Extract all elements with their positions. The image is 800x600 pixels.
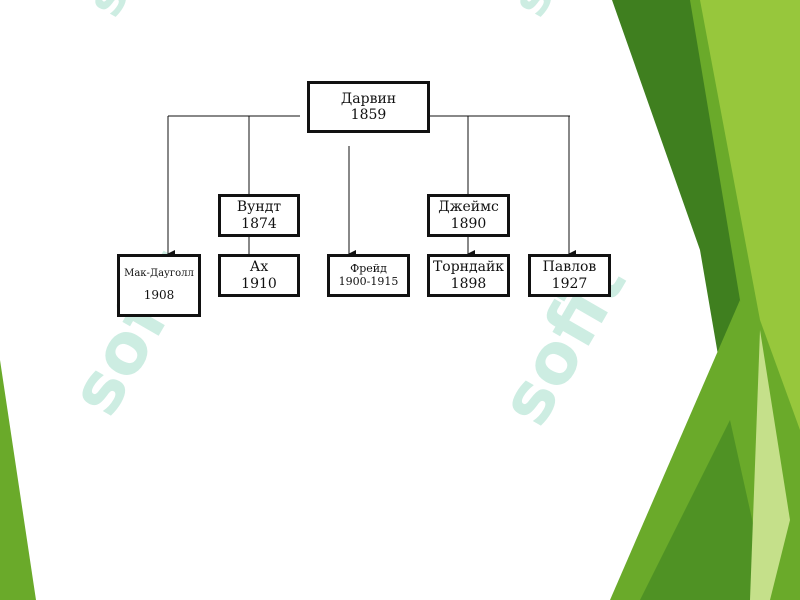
node-name: Фрейд bbox=[350, 261, 387, 275]
node-year: 1908 bbox=[143, 288, 175, 303]
node-name: Мак-Дауголл bbox=[124, 267, 194, 279]
node-year: 1859 bbox=[350, 107, 387, 123]
node-freud: Фрейд 1900-1915 bbox=[327, 254, 410, 297]
node-mcdougall: Мак-Дауголл 1908 bbox=[117, 254, 201, 317]
node-year: 1890 bbox=[450, 215, 487, 232]
node-wundt: Вундт 1874 bbox=[218, 194, 300, 237]
node-james: Джеймс 1890 bbox=[427, 194, 510, 237]
node-year: 1910 bbox=[241, 275, 277, 292]
node-name: Павлов bbox=[542, 259, 597, 276]
node-name: Вундт bbox=[236, 199, 282, 216]
node-pavlov: Павлов 1927 bbox=[528, 254, 611, 297]
node-name: Торндайк bbox=[432, 259, 505, 276]
node-darwin: Дарвин 1859 bbox=[307, 81, 430, 133]
node-thorndike: Торндайк 1898 bbox=[427, 254, 510, 297]
node-name: Дарвин bbox=[340, 90, 397, 107]
green-left-sliver bbox=[0, 360, 36, 600]
node-year: 1900-1915 bbox=[338, 274, 399, 288]
green-pale-shard bbox=[750, 330, 790, 600]
green-triangle-inner bbox=[640, 420, 770, 600]
node-year: 1927 bbox=[551, 275, 588, 292]
node-year: 1874 bbox=[241, 215, 277, 232]
node-name: Джеймс bbox=[438, 199, 499, 216]
node-ach: Ах 1910 bbox=[218, 254, 300, 297]
node-year: 1898 bbox=[450, 275, 487, 292]
node-name: Ах bbox=[249, 259, 269, 276]
green-band-light bbox=[700, 0, 800, 430]
